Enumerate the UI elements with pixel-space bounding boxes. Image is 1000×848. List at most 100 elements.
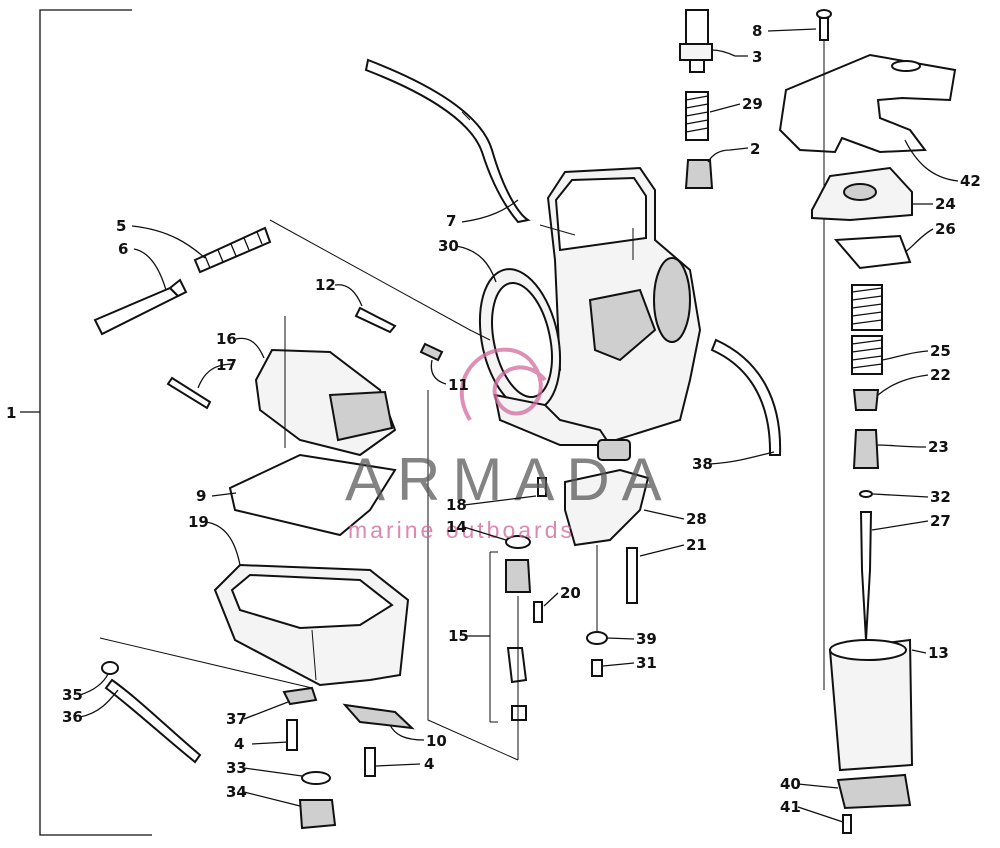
watermark-brand: ARMADA bbox=[345, 446, 674, 513]
callout-number: 41 bbox=[780, 798, 801, 816]
callout-leader bbox=[602, 662, 635, 667]
callout-38: 38 bbox=[692, 451, 775, 473]
assembly-bracket bbox=[20, 9, 152, 836]
callout-number: 30 bbox=[438, 237, 459, 255]
callout-37: 37 bbox=[226, 701, 289, 728]
callout-number: 9 bbox=[196, 487, 206, 505]
callout-6: 6 bbox=[118, 240, 167, 291]
callout-33: 33 bbox=[226, 759, 303, 777]
callout-number: 3 bbox=[752, 48, 762, 66]
air-screw-parts bbox=[93, 226, 444, 362]
callout-number: 16 bbox=[216, 330, 237, 348]
callout-19: 19 bbox=[188, 513, 241, 566]
callout-leader bbox=[205, 521, 241, 566]
callout-2: 2 bbox=[707, 140, 760, 163]
callout-leader bbox=[904, 228, 934, 253]
needle-jet-parts bbox=[679, 9, 714, 189]
callout-leader bbox=[430, 359, 447, 385]
callout-16: 16 bbox=[216, 330, 265, 359]
callout-leader bbox=[543, 592, 559, 607]
callout-number: 4 bbox=[234, 735, 244, 753]
callout-leader bbox=[463, 526, 507, 541]
callout-leader bbox=[872, 493, 929, 498]
callout-number: 42 bbox=[960, 172, 981, 190]
callout-leader bbox=[871, 520, 929, 531]
callout-leader bbox=[455, 245, 497, 283]
callout-4a: 4 bbox=[234, 735, 289, 753]
callout-27: 27 bbox=[871, 512, 951, 531]
callout-11: 11 bbox=[430, 359, 469, 394]
callout-30: 30 bbox=[438, 237, 497, 283]
callout-8: 8 bbox=[752, 22, 817, 40]
callout-number: 12 bbox=[315, 276, 336, 294]
callout-leader bbox=[211, 492, 237, 497]
callout-9: 9 bbox=[196, 487, 237, 505]
callout-number: 36 bbox=[62, 708, 83, 726]
callout-layer: 1234456789101112131415161718192021222324… bbox=[6, 22, 981, 823]
callout-leader bbox=[643, 509, 685, 520]
callout-leader bbox=[767, 28, 817, 32]
callout-leader bbox=[875, 444, 927, 448]
callout-20: 20 bbox=[543, 584, 581, 607]
callout-number: 20 bbox=[560, 584, 581, 602]
callout-4b: 4 bbox=[375, 755, 434, 773]
callout-15: 15 bbox=[448, 627, 490, 645]
callout-number: 13 bbox=[928, 644, 949, 662]
callout-14: 14 bbox=[446, 518, 507, 541]
callout-42: 42 bbox=[904, 139, 981, 190]
callout-leader bbox=[797, 783, 839, 789]
callout-29: 29 bbox=[709, 95, 763, 113]
callout-leader bbox=[709, 103, 741, 113]
callout-leader bbox=[911, 649, 927, 654]
callout-leader bbox=[375, 763, 421, 767]
carburetor-body bbox=[478, 166, 702, 461]
callout-24: 24 bbox=[912, 195, 956, 213]
callout-17: 17 bbox=[197, 356, 237, 389]
callout-41: 41 bbox=[780, 798, 844, 823]
slide-assembly bbox=[778, 9, 957, 834]
callout-number: 4 bbox=[424, 755, 434, 773]
callout-number: 38 bbox=[692, 455, 713, 473]
callout-1: 1 bbox=[6, 404, 16, 422]
callout-number: 28 bbox=[686, 510, 707, 528]
callout-number: 33 bbox=[226, 759, 247, 777]
callout-number: 29 bbox=[742, 95, 763, 113]
callout-number: 8 bbox=[752, 22, 762, 40]
callout-leader bbox=[243, 791, 301, 807]
callout-leader bbox=[881, 350, 929, 361]
callout-leader bbox=[243, 767, 303, 777]
callout-36: 36 bbox=[62, 689, 119, 726]
vent-tube bbox=[364, 58, 531, 224]
callout-13: 13 bbox=[911, 644, 949, 662]
callout-leader bbox=[904, 139, 959, 182]
callout-leader bbox=[606, 637, 635, 640]
choke-plunger-assembly bbox=[166, 348, 397, 457]
watermark-swirl-icon bbox=[459, 347, 547, 422]
callout-leader bbox=[334, 284, 363, 307]
callout-22: 22 bbox=[877, 366, 951, 396]
callout-leader bbox=[79, 689, 119, 718]
callout-leader bbox=[707, 147, 749, 163]
callout-25: 25 bbox=[881, 342, 951, 361]
callout-32: 32 bbox=[872, 488, 951, 506]
callout-18: 18 bbox=[446, 495, 537, 514]
callout-leader bbox=[243, 701, 289, 720]
callout-40: 40 bbox=[780, 775, 839, 793]
watermark: ARMADA marine outboards bbox=[345, 347, 674, 543]
float-bowl-gasket bbox=[228, 453, 397, 537]
callout-39: 39 bbox=[606, 630, 657, 648]
callout-number: 31 bbox=[636, 654, 657, 672]
callout-number: 10 bbox=[426, 732, 447, 750]
callout-3: 3 bbox=[711, 48, 762, 66]
callout-leader bbox=[251, 741, 289, 745]
callout-10: 10 bbox=[389, 724, 447, 750]
callout-number: 25 bbox=[930, 342, 951, 360]
float-bowl bbox=[213, 563, 410, 687]
callout-number: 18 bbox=[446, 496, 467, 514]
callout-leader bbox=[797, 806, 844, 823]
callout-leader bbox=[877, 374, 929, 396]
callout-12: 12 bbox=[315, 276, 363, 307]
callout-21: 21 bbox=[639, 536, 707, 557]
callout-leader bbox=[235, 337, 265, 359]
watermark-tagline: marine outboards bbox=[348, 517, 575, 543]
